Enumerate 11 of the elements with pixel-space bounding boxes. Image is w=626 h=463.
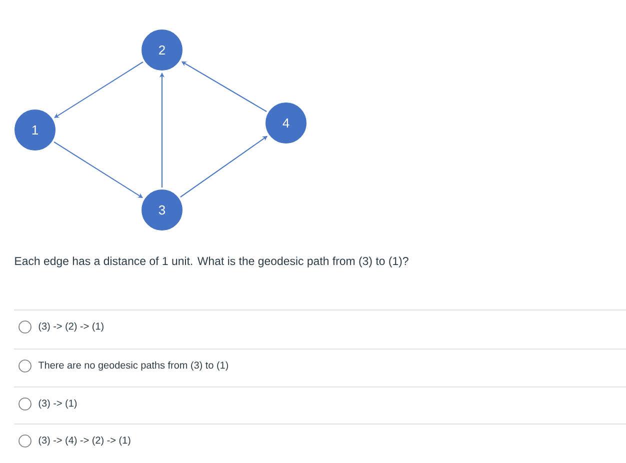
graph-node: 4: [264, 102, 308, 144]
graph-node: 3: [140, 188, 184, 232]
answer-option: (3) -> (1): [38, 399, 77, 409]
arrow: [54, 141, 143, 198]
graph-node: 2: [140, 28, 184, 72]
graph-node: 1: [14, 108, 56, 152]
arrow: [54, 61, 144, 118]
answer-option: (3) -> (4) -> (2) -> (1): [38, 436, 130, 446]
answer-option: There are no geodesic paths from (3) to (1): [38, 361, 228, 371]
answer-option: (3) -> (2) -> (1): [38, 322, 104, 332]
question-text: Each edge has a distance of 1 unit. What is the geodesic path from (3) to (1)?: [15, 256, 408, 268]
